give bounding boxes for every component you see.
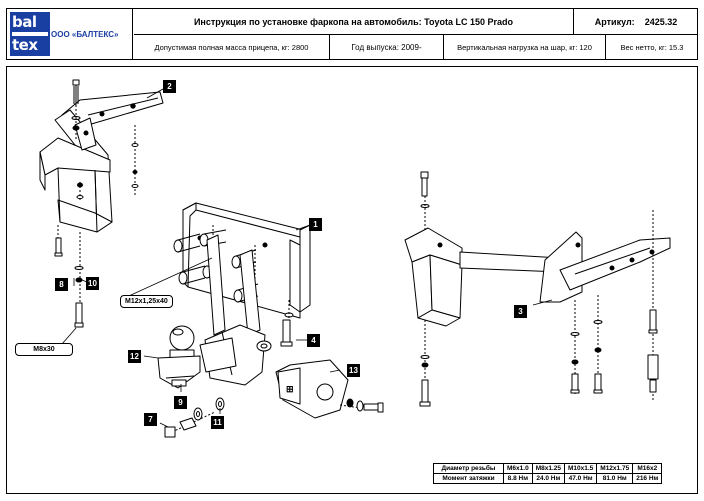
logo-tex-text: tex bbox=[12, 36, 38, 54]
callout-1: 1 bbox=[309, 218, 322, 231]
socket-bracket: ⊞ bbox=[275, 359, 384, 419]
drawing-frame bbox=[6, 66, 698, 494]
torque-cell: 216 Нм bbox=[632, 473, 663, 484]
article-value: 2425.32 bbox=[644, 16, 678, 27]
logo-cell: bal tex ООО «БАЛТЕКС» bbox=[7, 9, 133, 60]
ball-bolt-washer bbox=[164, 397, 225, 438]
net-weight: Вес нетто, кг: 15.3 bbox=[620, 43, 684, 52]
callout-2: 2 bbox=[163, 80, 176, 93]
leader-2 bbox=[146, 88, 164, 99]
torque-table-row-thread: Диаметр резьбы M6x1.0 M8x1.25 M10x1.5 M1… bbox=[433, 463, 663, 474]
thread-diameter-label: Диаметр резьбы bbox=[433, 463, 504, 474]
callout-4: 4 bbox=[307, 334, 320, 347]
callout-10: 10 bbox=[86, 277, 99, 290]
thread-cell: M16x2 bbox=[632, 463, 663, 474]
article-cell: Артикул: 2425.32 bbox=[574, 9, 698, 35]
callout-3: 3 bbox=[514, 305, 527, 318]
thread-cell: M6x1.0 bbox=[503, 463, 533, 474]
callout-9: 9 bbox=[174, 396, 187, 409]
part4-bolt bbox=[280, 300, 294, 347]
baltex-logo: bal tex bbox=[10, 12, 50, 56]
right-side-bracket bbox=[404, 227, 671, 327]
torque-cell: 47.0 Нм bbox=[563, 473, 598, 484]
tow-ball bbox=[157, 325, 237, 389]
left-fastener-column bbox=[74, 182, 84, 328]
logo-strip bbox=[12, 32, 48, 36]
logo-bal-text: bal bbox=[12, 13, 37, 31]
left-side-bracket bbox=[39, 91, 164, 233]
torque-table: Диаметр резьбы M6x1.0 M8x1.25 M10x1.5 M1… bbox=[433, 463, 663, 484]
svg-text:⊞: ⊞ bbox=[286, 384, 294, 394]
max-trailer-mass: Допустимая полная масса прицепа, кг: 280… bbox=[134, 35, 330, 60]
leader-lines bbox=[61, 224, 553, 428]
torque-label: Момент затяжки bbox=[433, 473, 504, 484]
left-bolt-top bbox=[71, 79, 81, 140]
torque-cell: 8.8 Нм bbox=[503, 473, 533, 484]
torque-table-row-torque: Момент затяжки 8.8 Нм 24.0 Нм 47.0 Нм 81… bbox=[433, 473, 663, 484]
callout-7: 7 bbox=[144, 413, 157, 426]
callout-12: 12 bbox=[128, 350, 141, 363]
size-label-m8: M8x30 bbox=[15, 343, 73, 356]
company-name: ООО «БАЛТЕКС» bbox=[51, 30, 119, 39]
header-table: bal tex ООО «БАЛТЕКС» Инструкция по уста… bbox=[6, 8, 698, 60]
callout-13: 13 bbox=[347, 364, 360, 377]
document-title: Инструкция по установке фаркопа на автом… bbox=[134, 9, 574, 35]
left-bolt-side bbox=[54, 125, 139, 257]
thread-cell: M10x1.5 bbox=[563, 463, 598, 474]
torque-cell: 81.0 Нм bbox=[596, 473, 634, 484]
vertical-ball-load: Вертикальная нагрузка на шар, кг: 120 bbox=[444, 35, 606, 60]
thread-cell: M8x1.25 bbox=[531, 463, 565, 474]
size-label-m12: M12x1,25x40 bbox=[120, 295, 173, 308]
callout-8: 8 bbox=[55, 278, 68, 291]
right-fasteners bbox=[419, 171, 659, 407]
callout-11: 11 bbox=[211, 416, 224, 429]
torque-cell: 24.0 Нм bbox=[531, 473, 565, 484]
production-year: Год выпуска: 2009- bbox=[330, 35, 444, 60]
thread-cell: M12x1.75 bbox=[596, 463, 634, 474]
article-label: Артикул: bbox=[594, 16, 635, 27]
hitch-mount-plate bbox=[204, 234, 272, 386]
